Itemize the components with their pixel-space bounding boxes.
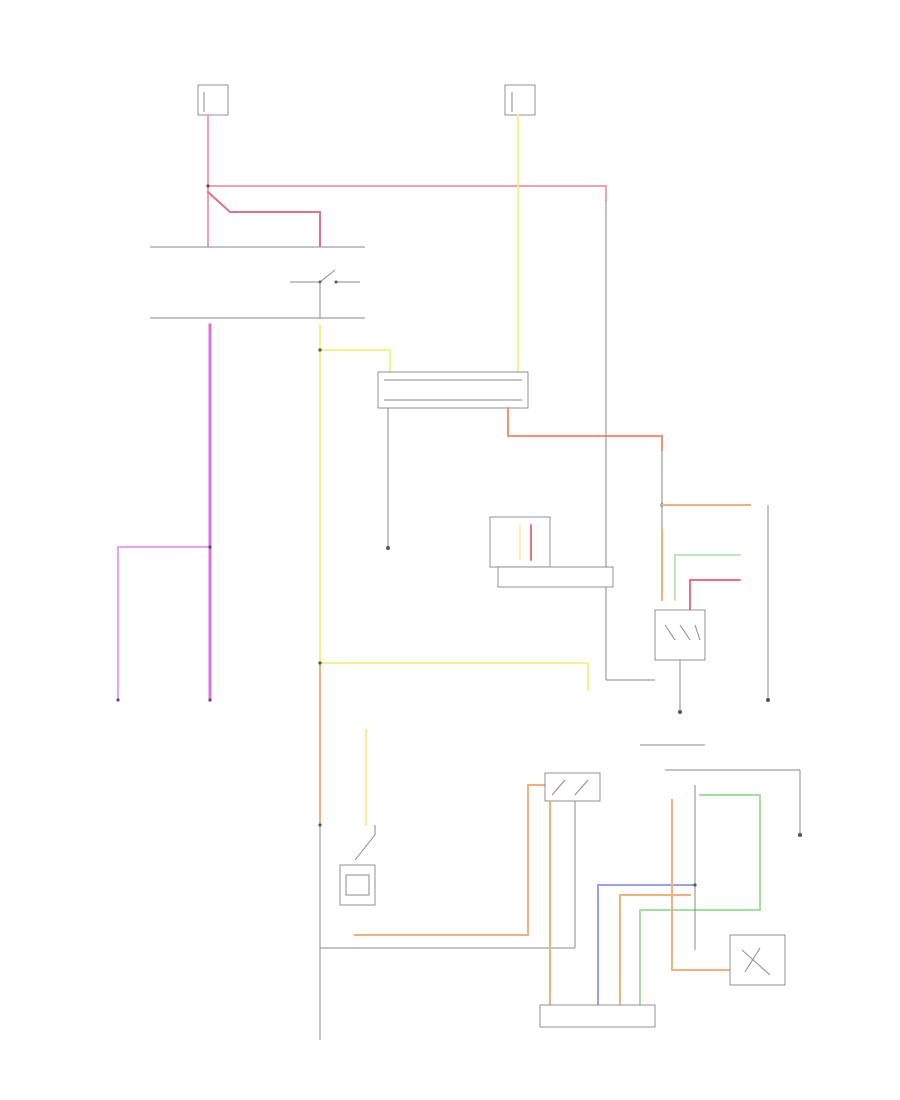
junction-dot — [206, 184, 210, 188]
wire-green-right — [674, 554, 741, 601]
wire-green-central — [639, 794, 761, 1006]
junction-dot — [208, 545, 212, 549]
switch-contacts — [664, 624, 701, 641]
wire-orange-red — [507, 407, 663, 451]
wire-orange-lower-bus — [354, 784, 546, 936]
wire-pink-dark-branch — [206, 190, 321, 247]
central-switch-contacts — [551, 779, 589, 796]
junction-dot — [318, 661, 322, 665]
ground-point — [386, 546, 390, 550]
wire-yellow-branch-right — [319, 349, 391, 373]
junction-dot — [318, 823, 322, 827]
wire-blue — [597, 884, 696, 1006]
ground-point — [798, 833, 802, 837]
switch-assembly-box — [654, 609, 706, 661]
hot-in-run-fuse-box — [504, 84, 536, 116]
lower-relay-switch — [354, 825, 376, 861]
bottom-connector-box — [539, 1004, 656, 1028]
wire-orange-central-2 — [619, 894, 691, 1006]
wire-orange-central-3 — [671, 799, 731, 971]
lower-relay-box — [339, 864, 376, 906]
relay-box — [377, 371, 529, 409]
junction-dot — [116, 698, 120, 702]
wire-yellow-lower-horizontal — [319, 662, 589, 691]
hot-at-all-times-fuse-box — [197, 84, 229, 116]
central-switch-box — [544, 772, 601, 802]
switch-contact-point — [334, 280, 338, 284]
lower-relay-coil — [345, 874, 370, 896]
wire-pink-main-horizontal — [207, 185, 607, 201]
bottom-motor-box — [729, 934, 786, 986]
ground-point — [766, 698, 770, 702]
junction-dot — [693, 883, 697, 887]
wire-red-right — [689, 579, 741, 611]
module-box-lower — [497, 566, 614, 588]
bottom-motor-symbol — [741, 947, 771, 976]
junction-dot — [208, 698, 212, 702]
switch-contact — [290, 269, 360, 283]
wire-violet-light-branch — [117, 546, 211, 701]
ground-point — [678, 710, 682, 714]
junction-dot — [318, 348, 322, 352]
